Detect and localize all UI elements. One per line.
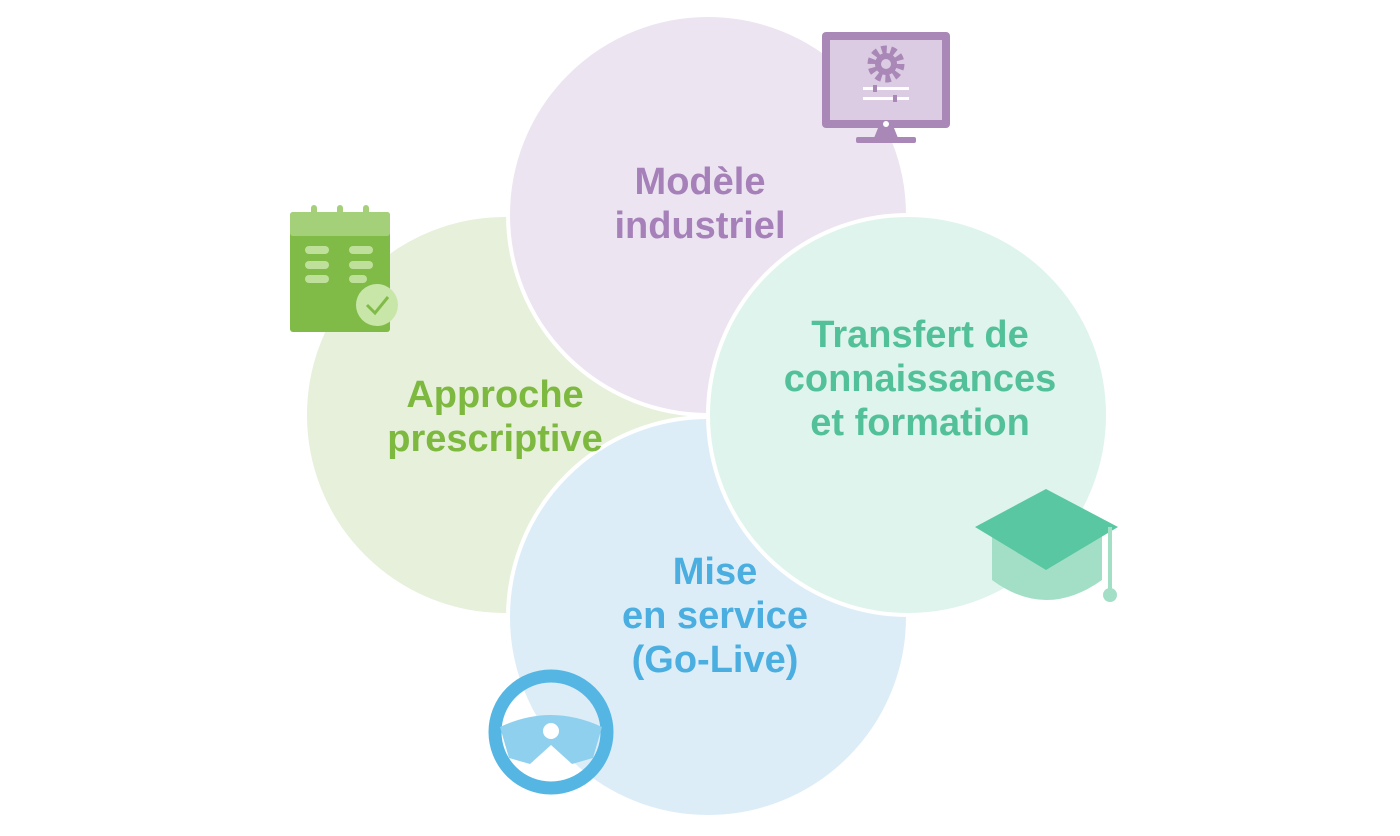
label-line: Modèle [634,161,766,203]
label-line: (Go-Live) [631,639,799,681]
label-line: industriel [614,205,786,247]
label-line: connaissances [783,358,1057,400]
label-approche-prescriptive: Approche prescriptive [345,373,645,461]
steering-wheel-icon [488,669,614,795]
checklist-calendar-icon [290,205,398,332]
label-line: et formation [810,402,1030,444]
label-modele-industriel: Modèle industriel [560,160,840,248]
label-line: Approche [406,374,584,416]
label-line: Transfert de [811,314,1029,356]
label-line: prescriptive [387,418,603,460]
label-mise-en-service: Mise en service (Go-Live) [555,550,875,682]
graduation-cap-icon [975,489,1118,602]
label-line: en service [622,595,808,637]
monitor-gear-icon [822,32,950,143]
label-transfert-formation: Transfert de connaissances et formation [750,313,1090,445]
label-line: Mise [672,551,758,593]
